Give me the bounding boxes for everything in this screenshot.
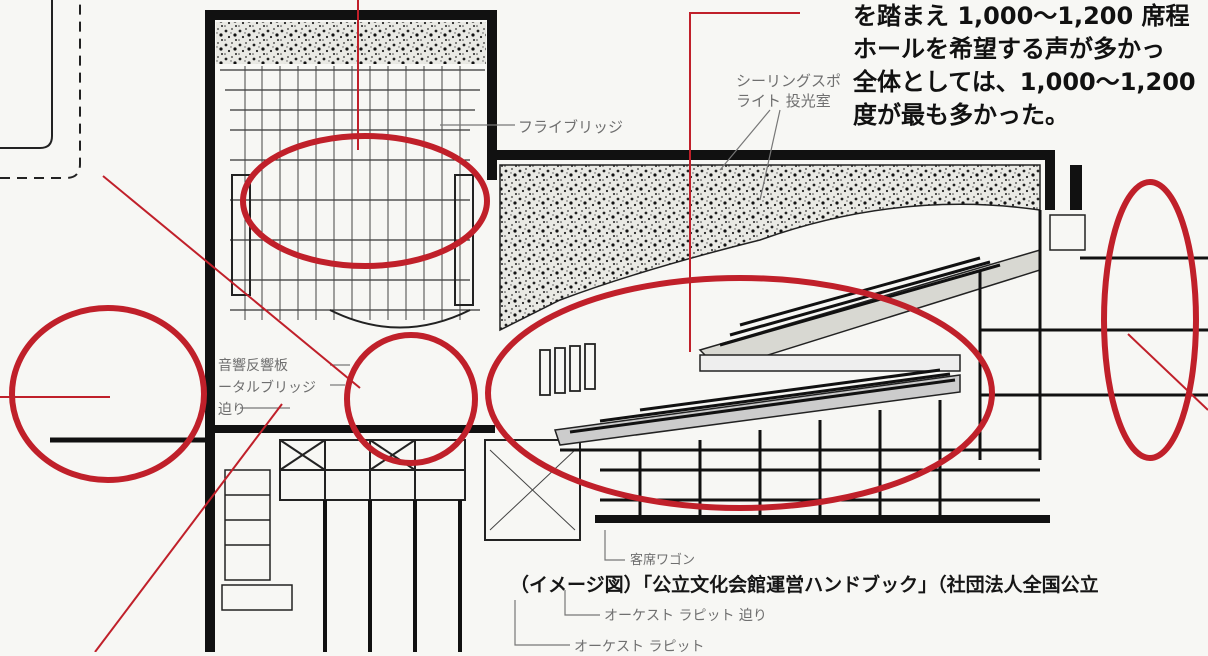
fly-tower	[205, 10, 497, 460]
figure-caption: （イメージ図）「公立文化会館運営ハンドブック」（社団法人全国公立	[510, 574, 1099, 596]
label-ceiling-spot: シーリングスポ	[736, 72, 842, 90]
body-text-line: ホールを希望する声が多かっ	[853, 35, 1165, 63]
body-text: を踏まえ 1,000～1,200 席程 ホールを希望する声が多かっ 全体としては…	[853, 0, 1196, 132]
label-reflector: 音響反響板	[218, 358, 288, 374]
top-left-box	[0, 0, 81, 179]
red-annotations	[9, 133, 1199, 511]
auditorium	[495, 150, 1086, 523]
label-wagon: 客席ワゴン	[630, 553, 696, 568]
label-fly-bridge: フライブリッジ	[518, 118, 624, 136]
label-leaders	[240, 109, 781, 646]
label-light-room: ライト 投光室	[736, 92, 831, 110]
body-text-line: 全体としては、1,000～1,200	[853, 68, 1196, 96]
building-lines-right	[980, 256, 1208, 397]
stage-floor	[205, 425, 581, 652]
label-orchestra-lift: オーケスト ラピット 迫り	[604, 608, 767, 624]
label-portal-bridge: ータルブリッジ	[218, 380, 316, 396]
body-text-line: 度が最も多かった。	[853, 101, 1069, 129]
body-text-line: を踏まえ 1,000～1,200 席程	[853, 2, 1190, 30]
label-seri: 迫り	[218, 402, 246, 418]
label-orchestra-pit: オーケスト ラピット	[574, 639, 705, 655]
